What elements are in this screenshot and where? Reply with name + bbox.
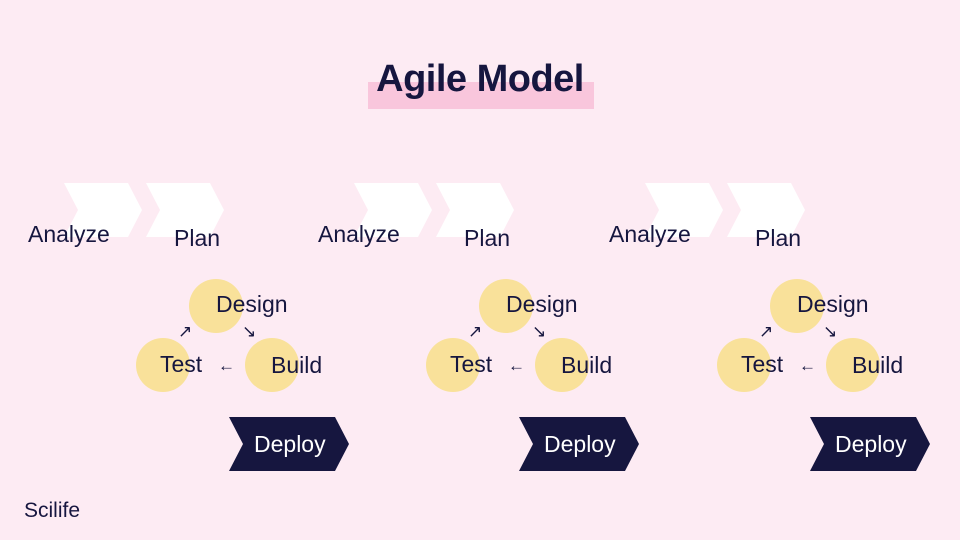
build-circle	[826, 338, 880, 392]
arrow-down-right-icon: ↘	[823, 322, 838, 341]
title-highlight	[368, 82, 594, 109]
arrow-down-right-icon: ↘	[532, 322, 547, 341]
build-circle	[535, 338, 589, 392]
deploy-label: Deploy	[254, 431, 326, 457]
page-title: Agile Model	[376, 58, 584, 100]
analyze-label: Analyze	[28, 221, 110, 247]
analyze-label: Analyze	[609, 221, 691, 247]
arrow-up-right-icon: ↗	[759, 322, 774, 341]
deploy-chevron	[229, 417, 349, 471]
arrow-up-right-icon: ↗	[468, 322, 483, 341]
build-label: Build	[271, 352, 323, 378]
arrow-left-icon: ←	[508, 356, 525, 375]
deploy-label: Deploy	[544, 431, 616, 457]
arrow-up-right-icon: ↗	[178, 322, 193, 341]
test-circle	[136, 338, 190, 392]
plan-chevron	[436, 183, 514, 237]
design-circle	[479, 279, 533, 333]
test-circle	[717, 338, 771, 392]
agile-cycle-2: Analyze Plan Design Test Build ↗ ↘ ← Dep…	[290, 0, 639, 540]
deploy-chevron	[519, 417, 639, 471]
test-circle	[426, 338, 480, 392]
brand-logo-text: Scilife	[24, 499, 81, 522]
title-block: Agile Model	[0, 58, 960, 109]
plan-chevron	[727, 183, 805, 237]
analyze-label: Analyze	[318, 221, 400, 247]
test-label: Test	[160, 351, 203, 377]
arrow-down-right-icon: ↘	[242, 322, 257, 341]
build-label: Build	[561, 352, 613, 378]
design-circle	[189, 279, 243, 333]
analyze-chevron	[645, 183, 723, 237]
build-circle	[245, 338, 299, 392]
deploy-chevron	[810, 417, 930, 471]
test-label: Test	[450, 351, 493, 377]
plan-label: Plan	[174, 225, 221, 251]
agile-cycle-3: Analyze Plan Design Test Build ↗ ↘ ← Dep…	[581, 0, 930, 540]
arrow-left-icon: ←	[218, 356, 235, 375]
deploy-label: Deploy	[835, 431, 907, 457]
agile-cycle-1: Analyze Plan Design Test Build ↗ ↘ ← Dep…	[0, 0, 349, 540]
plan-label: Plan	[755, 225, 802, 251]
analyze-chevron	[64, 183, 142, 237]
test-label: Test	[741, 351, 784, 377]
plan-label: Plan	[464, 225, 511, 251]
design-label: Design	[216, 291, 288, 317]
arrow-left-icon: ←	[799, 356, 816, 375]
plan-chevron	[146, 183, 224, 237]
analyze-chevron	[354, 183, 432, 237]
design-label: Design	[506, 291, 578, 317]
design-label: Design	[797, 291, 869, 317]
design-circle	[770, 279, 824, 333]
build-label: Build	[852, 352, 904, 378]
